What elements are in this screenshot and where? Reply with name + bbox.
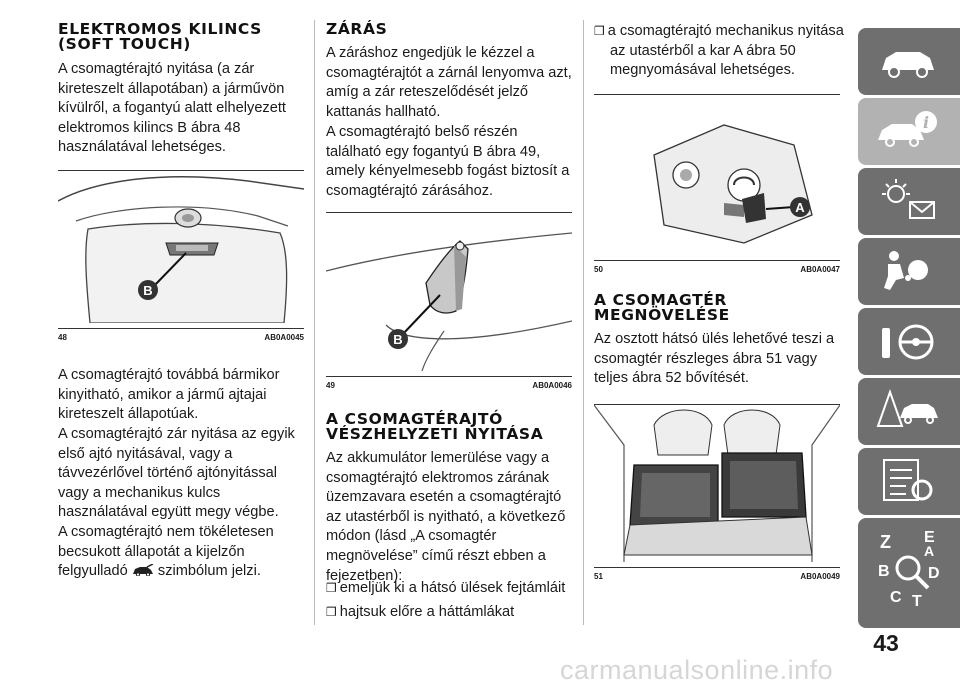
- paragraph: Az osztott hátsó ülés lehetővé teszi a c…: [594, 331, 835, 387]
- figure-rule: [594, 404, 840, 405]
- bullet-text: a csomagtérajtó mechanikus nyitása az ut…: [607, 23, 844, 79]
- watermark: carmanualsonline.info: [560, 655, 834, 685]
- chapter-tab-knowing-car[interactable]: i: [858, 98, 960, 165]
- badge-a: [790, 197, 810, 217]
- figure-number: 49: [326, 381, 335, 390]
- figure-code: AB0A0049: [800, 572, 840, 581]
- trunk-handle-illustration: B: [57, 176, 305, 324]
- figure-49: B 49 AB0A0046: [325, 212, 573, 390]
- airbag-icon: [884, 251, 928, 290]
- figure-code: AB0A0045: [264, 333, 304, 342]
- open-trunk-icon: [132, 563, 154, 577]
- warning-lights-icon: [882, 179, 935, 219]
- car-info-icon: i: [878, 111, 937, 147]
- figure-code: AB0A0047: [800, 265, 840, 274]
- paragraph-part: szimbólum jelzi.: [157, 563, 261, 580]
- index-letter: C: [890, 589, 902, 606]
- heading-emergency-opening: A CSOMAGTÉRAJTÓ VÉSZHELYZETI NYITÁSA: [326, 410, 544, 443]
- index-letter: Z: [880, 532, 891, 552]
- index-letter: T: [912, 593, 922, 610]
- paragraph-part: A csomagtérajtó nem tökéletesen becsukot…: [58, 524, 274, 580]
- chapter-tab-driving[interactable]: [858, 308, 960, 375]
- heading-soft-touch: ELEKTROMOS KILINCS (SOFT TOUCH): [58, 20, 262, 53]
- figure-number: 48: [58, 333, 67, 342]
- heading-closing: ZÁRÁS: [326, 20, 388, 38]
- paragraph: A csomagtérajtó belső részén található e…: [326, 124, 570, 199]
- car-icon: [882, 52, 934, 78]
- figure-rule: [326, 212, 572, 213]
- chapter-tab-technical[interactable]: [858, 448, 960, 515]
- checkbox-bullet-icon: ❒: [326, 581, 337, 595]
- badge-label: A: [795, 200, 805, 215]
- figure-number: 50: [594, 265, 603, 274]
- figure-caption: 48 AB0A0045: [58, 333, 304, 342]
- figure-rule: [594, 260, 840, 261]
- figure-caption: 51 AB0A0049: [594, 572, 840, 581]
- column-divider: [583, 20, 584, 625]
- badge-label: B: [143, 283, 152, 298]
- figure-rule: [58, 328, 304, 329]
- figure-caption: 49 AB0A0046: [326, 381, 572, 390]
- heading-trunk-expansion: A CSOMAGTÉR MEGNÖVELÉSE: [594, 291, 730, 324]
- bullet-text: hajtsuk előre a háttámlákat: [339, 604, 515, 620]
- figure-rule: [594, 94, 840, 95]
- chapter-tab-warning-lights[interactable]: [858, 168, 960, 235]
- paragraph: A csomagtérajtó nem tökéletesen becsukot…: [58, 523, 304, 582]
- paragraph: A csomagtérajtó továbbá bármikor kinyith…: [58, 367, 280, 423]
- figure-48: B 48 AB0A0045: [57, 170, 305, 342]
- checkbox-bullet-icon: ❒: [594, 24, 605, 38]
- paragraph: A csomagtérajtó zár nyitása az egyik els…: [58, 426, 295, 521]
- figure-rule: [58, 170, 304, 171]
- figure-code: AB0A0046: [532, 381, 572, 390]
- index-letter: A: [924, 543, 934, 559]
- figure-rule: [326, 376, 572, 377]
- checkbox-bullet-icon: ❒: [326, 605, 337, 619]
- index-letter: E: [924, 529, 935, 546]
- index-letter: B: [878, 563, 890, 580]
- chapter-tab-index[interactable]: Z E B D C T A: [858, 518, 960, 628]
- paragraph: Az akkumulátor lemerülése vagy a csomagt…: [326, 450, 566, 584]
- chapter-tab-car[interactable]: [858, 28, 960, 95]
- bullet-item: ❒emeljük ki a hátsó ülések fejtámláit: [326, 579, 588, 599]
- figure-caption: 50 AB0A0047: [594, 265, 840, 274]
- figure-51: 51 AB0A0049: [593, 404, 841, 581]
- lock-lever-illustration: A: [653, 124, 813, 244]
- steering-icon: [882, 324, 934, 360]
- index-icon: Z E B D C T A: [878, 529, 940, 610]
- split-seat-illustration: [593, 404, 841, 562]
- badge-b: [388, 329, 408, 349]
- figure-rule: [594, 567, 840, 568]
- inner-handle-illustration: B: [325, 232, 573, 372]
- figure-number: 51: [594, 572, 603, 581]
- column-divider: [314, 20, 315, 625]
- figure-50: A 50 AB0A0047: [594, 94, 840, 274]
- page-number: 43: [873, 630, 899, 656]
- info-glyph: i: [923, 113, 929, 132]
- service-icon: [876, 388, 938, 427]
- bullet-item: ❒a csomagtérajtó mechanikus nyitása az u…: [594, 22, 856, 81]
- badge-b: [138, 280, 158, 300]
- paragraph: A csomagtérajtó nyitása (a zár kiretesze…: [58, 61, 286, 156]
- chapter-tab-safety[interactable]: [858, 238, 960, 305]
- bullet-text: emeljük ki a hátsó ülések fejtámláit: [339, 580, 566, 596]
- index-letter: D: [928, 565, 940, 582]
- badge-label: B: [393, 332, 402, 347]
- bullet-item: ❒hajtsuk előre a háttámlákat: [326, 603, 588, 623]
- data-icon: [883, 459, 933, 501]
- chapter-tab-emergency[interactable]: [858, 378, 960, 445]
- paragraph: A záráshoz engedjük le kézzel a csomagté…: [326, 45, 572, 120]
